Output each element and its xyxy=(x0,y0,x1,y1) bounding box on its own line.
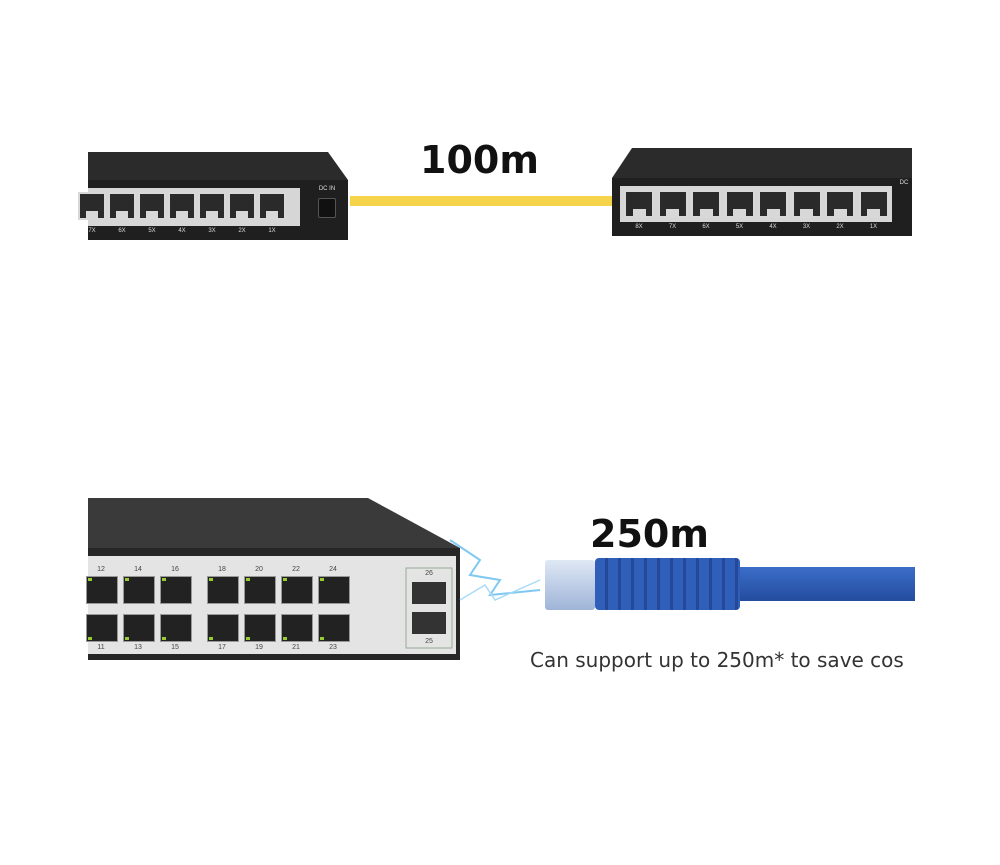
power-label: DC xyxy=(899,180,909,186)
port-led-icon xyxy=(162,578,166,581)
rj45-port xyxy=(207,576,239,604)
sfp-label: 26 xyxy=(425,570,433,577)
port-label: 24 xyxy=(329,566,337,573)
gigabit-switch-body xyxy=(88,498,460,660)
port-label: 4X xyxy=(769,224,777,230)
port-label: 16 xyxy=(171,566,179,573)
rj45-port xyxy=(244,576,276,604)
port-label: 22 xyxy=(292,566,300,573)
port-label: 3X xyxy=(208,228,216,234)
port-led-icon xyxy=(283,578,287,581)
rj45-port xyxy=(168,192,196,220)
rj45-port xyxy=(791,190,822,218)
power-label: DC IN xyxy=(318,186,336,192)
rj45-port xyxy=(281,576,313,604)
port-label: 15 xyxy=(171,644,179,651)
rj45-plug xyxy=(545,560,595,610)
port-led-icon xyxy=(320,637,324,640)
blue-cable xyxy=(740,567,915,601)
port-led-icon xyxy=(246,637,250,640)
rj45-port xyxy=(198,192,226,220)
rj45-port xyxy=(624,190,654,218)
distance-100m: 100m xyxy=(420,138,539,182)
port-label: 7X xyxy=(668,224,677,230)
right-switch: 8X 7X 6X 5X 4X 3X 2X 1X DC xyxy=(612,148,912,238)
cable-boot xyxy=(595,558,740,610)
distance-250m: 250m xyxy=(590,512,709,556)
rj45-port xyxy=(123,614,155,642)
power-jack-icon xyxy=(318,198,336,218)
port-label: 14 xyxy=(134,566,142,573)
port-led-icon xyxy=(125,637,129,640)
rj45-port xyxy=(138,192,166,220)
port-label: 5X xyxy=(148,228,156,234)
rj45-port xyxy=(858,190,889,218)
port-label: 5X xyxy=(735,224,744,230)
rj45-port xyxy=(228,192,256,220)
rj45-port xyxy=(724,190,755,218)
port-label: 20 xyxy=(255,566,263,573)
port-led-icon xyxy=(209,578,213,581)
rj45-port xyxy=(318,614,350,642)
rj45-port xyxy=(160,576,192,604)
rj45-port xyxy=(281,614,313,642)
rj45-port xyxy=(78,192,106,220)
port-label: 19 xyxy=(255,644,263,651)
port-led-icon xyxy=(246,578,250,581)
lightning-effect xyxy=(449,539,541,601)
port-label: 2X xyxy=(836,224,844,230)
port-label: 1X xyxy=(268,228,276,234)
port-led-icon xyxy=(320,578,324,581)
port-label: 21 xyxy=(292,644,300,651)
rj45-port xyxy=(258,192,286,220)
port-label: 6X xyxy=(118,228,126,234)
port-label: 4X xyxy=(178,228,186,234)
port-label: 13 xyxy=(134,644,142,651)
port-label: 6X xyxy=(702,224,710,230)
port-led-icon xyxy=(88,578,92,581)
port-label: 11 xyxy=(97,644,105,651)
port-label: 7X xyxy=(88,228,96,234)
rj45-port xyxy=(86,614,118,642)
rj45-port xyxy=(318,576,350,604)
sfp-label: 25 xyxy=(425,638,433,645)
rj45-port xyxy=(86,576,118,604)
rj45-port xyxy=(160,614,192,642)
caption: Can support up to 250m* to save cos xyxy=(530,648,904,672)
rj45-port xyxy=(825,190,855,218)
gigabit-switch: 12 11 14 13 16 15 18 17 20 19 22 21 24 23 26 25 xyxy=(86,498,463,663)
rj45-port xyxy=(691,190,721,218)
yellow-cable xyxy=(350,196,612,206)
rj45-port xyxy=(207,614,239,642)
port-label: 3X xyxy=(802,224,811,230)
port-label: 8X xyxy=(635,224,643,230)
rj45-port xyxy=(123,576,155,604)
rj45-port xyxy=(758,190,788,218)
port-led-icon xyxy=(209,637,213,640)
port-led-icon xyxy=(283,637,287,640)
rj45-port xyxy=(108,192,136,220)
port-led-icon xyxy=(162,637,166,640)
port-label: 23 xyxy=(329,644,337,651)
rj45-port xyxy=(244,614,276,642)
port-label: 17 xyxy=(218,644,226,651)
rj45-port xyxy=(657,190,688,218)
left-switch: 7X 6X 5X 4X 3X 2X 1X DC IN xyxy=(78,152,350,242)
port-label: 12 xyxy=(97,566,105,573)
port-led-icon xyxy=(125,578,129,581)
port-label: 1X xyxy=(869,224,878,230)
port-led-icon xyxy=(88,637,92,640)
port-label: 18 xyxy=(218,566,226,573)
port-label: 2X xyxy=(238,228,246,234)
